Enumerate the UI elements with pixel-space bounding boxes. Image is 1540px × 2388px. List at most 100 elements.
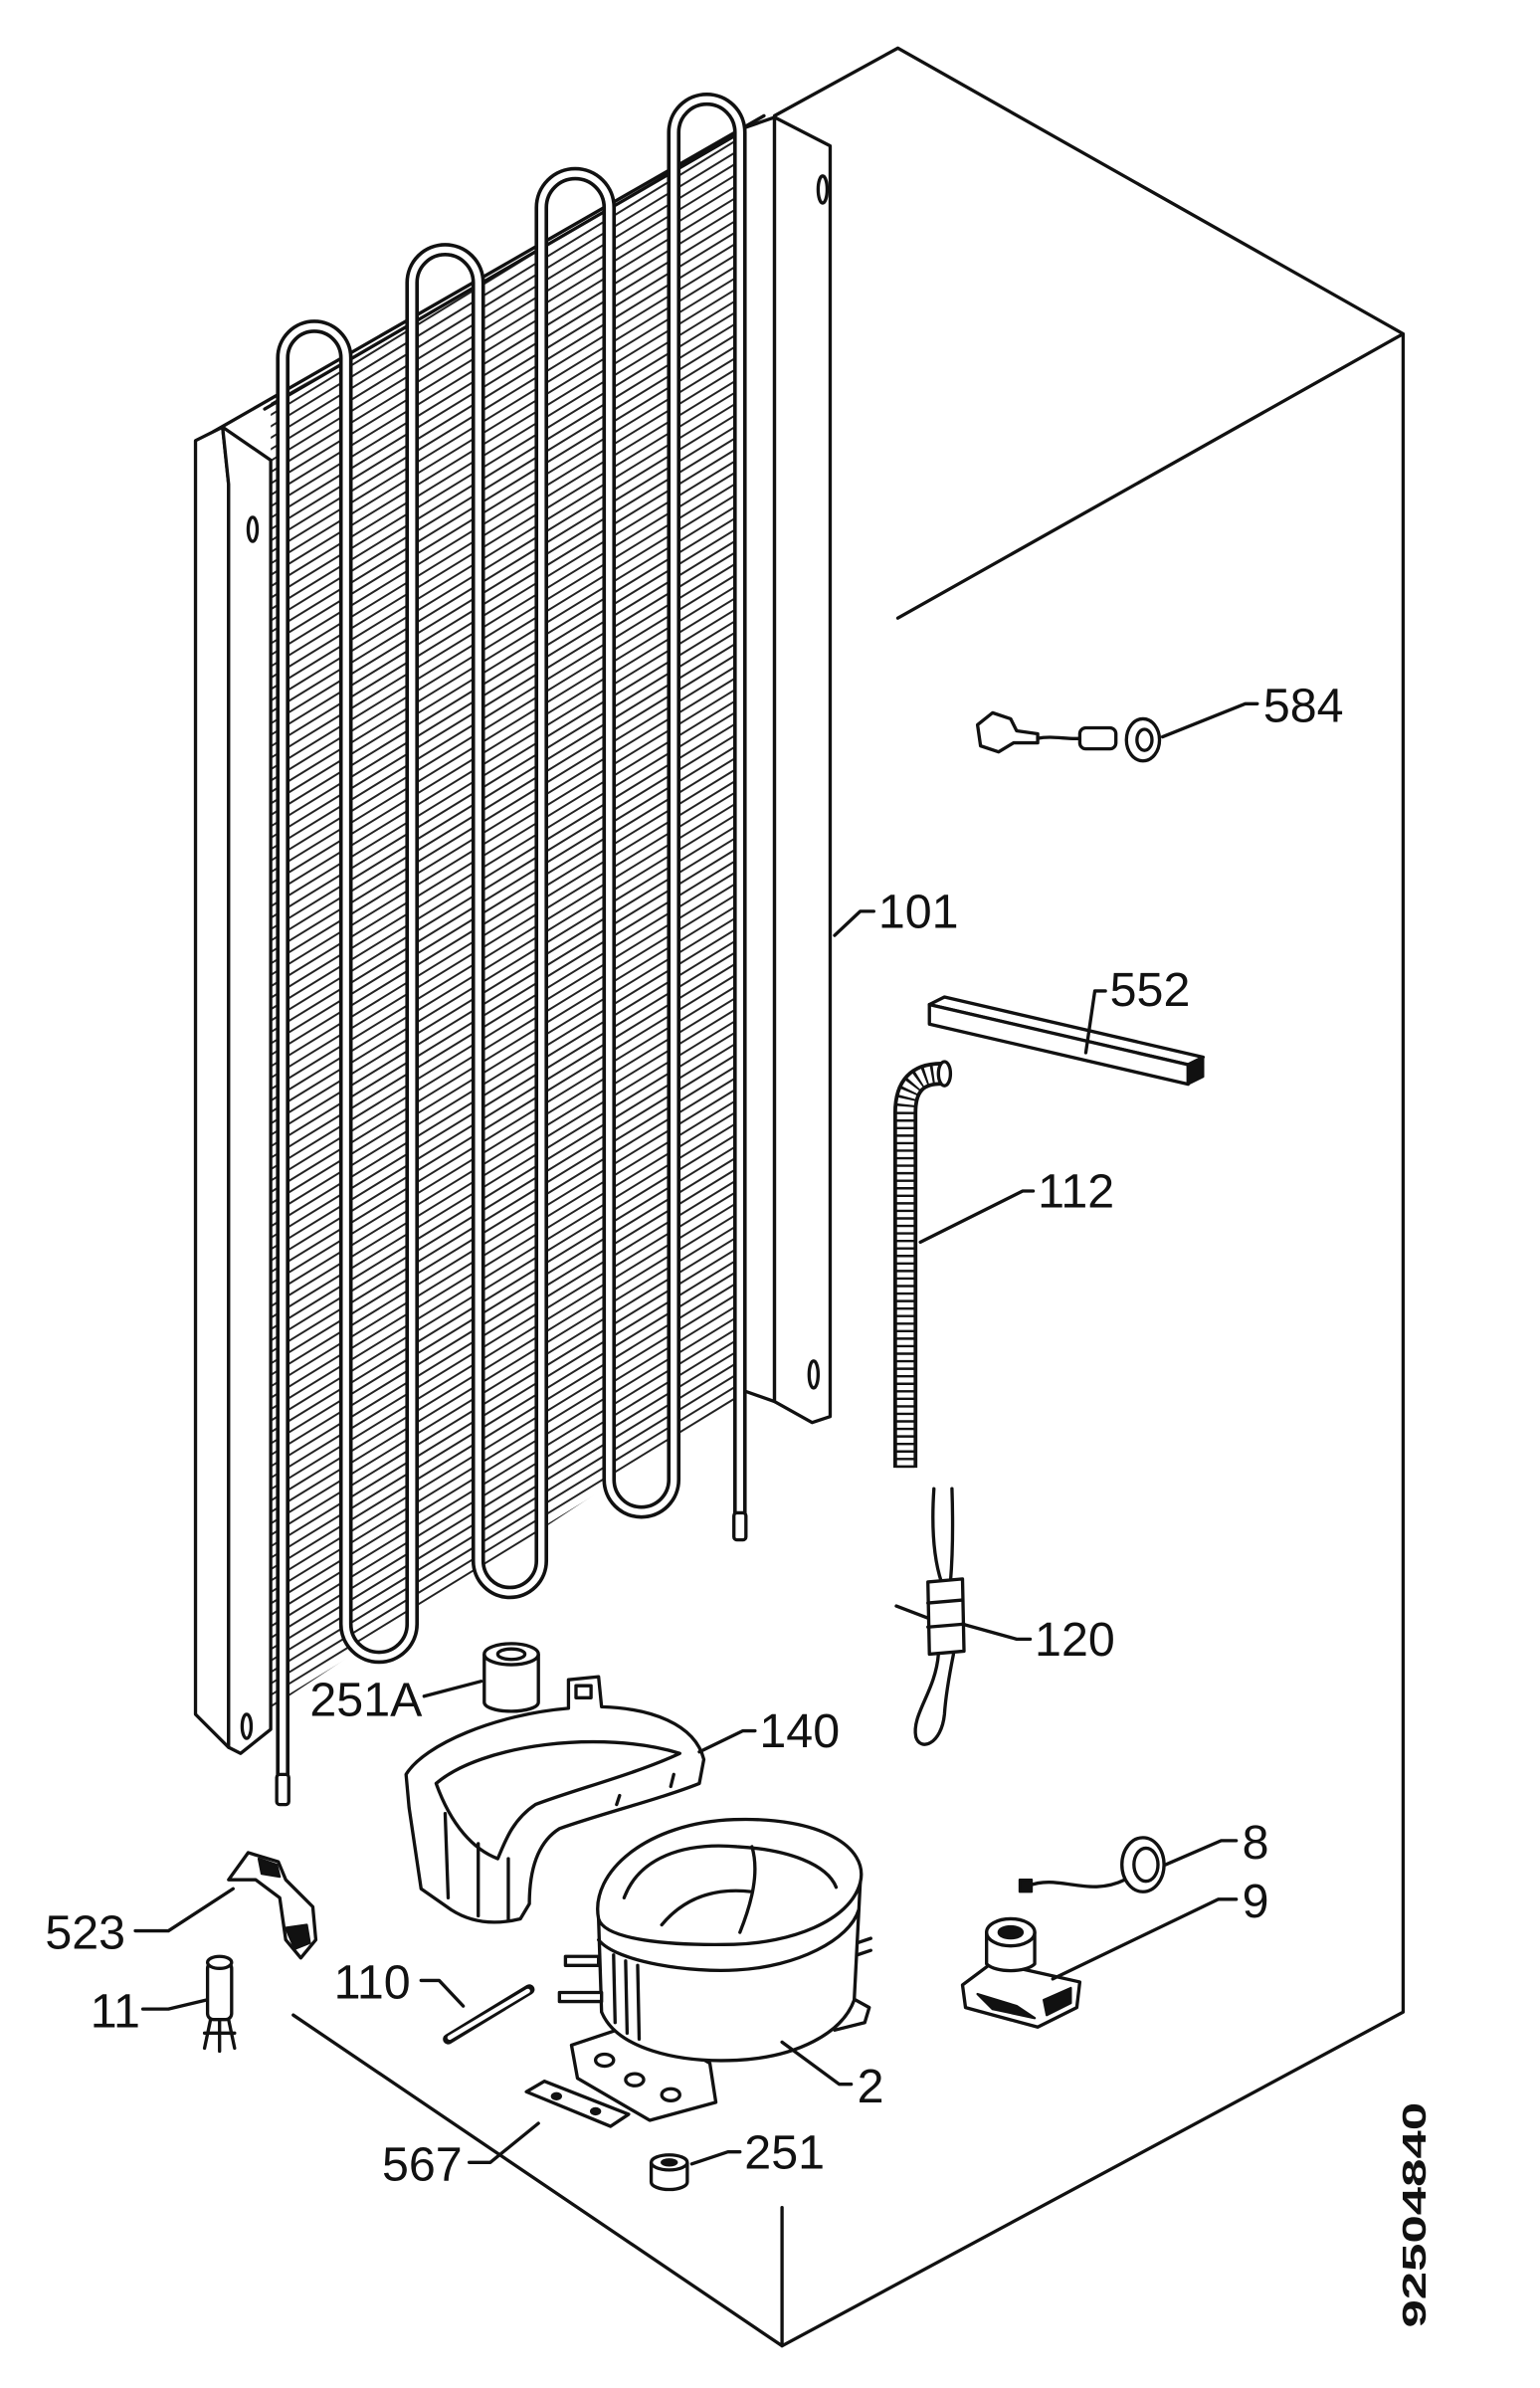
dryer-body [205, 1960, 234, 2022]
drawing-number: 92504840 [1397, 2102, 1434, 2328]
cabinet-edges [291, 46, 1406, 2348]
callout-251a: 251A [309, 1673, 423, 1726]
leader-140 [697, 1728, 757, 1754]
leader-251 [689, 2150, 742, 2166]
base-hole [660, 2087, 681, 2102]
compressor [557, 1817, 872, 2122]
tube-end [275, 1772, 290, 1807]
condenser-tube [275, 92, 748, 1807]
protector-body [926, 1577, 966, 1657]
base-hole [624, 2072, 646, 2088]
compressor-belt [597, 1907, 861, 1972]
callout-2: 2 [858, 2060, 884, 2113]
callout-101: 101 [878, 885, 959, 938]
hose-end [936, 1060, 953, 1088]
protector-bands [926, 1598, 966, 1629]
base-hole [593, 2052, 616, 2069]
compressor-pipe [557, 1990, 604, 2004]
relay-connector [1018, 1879, 1034, 1893]
cabinet-outline [291, 46, 1406, 2348]
callout-110: 110 [334, 1956, 411, 2010]
clip-detail [257, 1857, 311, 1950]
bracket-hole [240, 1712, 254, 1740]
callout-11: 11 [91, 1984, 140, 2038]
grommet-251 [649, 2153, 689, 2192]
compressor-body-shading [612, 1953, 642, 2042]
compressor-stubs [856, 1936, 872, 1957]
starter-shading [976, 1986, 1072, 2020]
tray-ribs [443, 1772, 675, 1921]
bracket-hole [246, 515, 260, 543]
callout-9: 9 [1243, 1875, 1269, 1928]
grommet-hole [495, 1647, 527, 1662]
sensor-clip [975, 710, 1040, 754]
thermostat-sensor [975, 710, 1162, 763]
compressor-pipe [563, 1954, 601, 1967]
right-mounting-bracket [742, 115, 833, 1425]
starter-relay [960, 1916, 1082, 2029]
sensor-ring-hole [1135, 727, 1154, 752]
plate-hole [589, 2106, 602, 2116]
leader-9 [1051, 1897, 1239, 1981]
bracket-hole [816, 174, 830, 205]
protector-wire [894, 1604, 930, 1620]
sensor-body [1077, 725, 1118, 751]
leader-523 [133, 1887, 235, 1933]
compressor-dome-creases [622, 1844, 839, 1934]
dryer-pins [202, 2018, 237, 2054]
protector-loop [913, 1652, 956, 1746]
leader-110 [419, 1978, 466, 2008]
callout-120: 120 [1035, 1613, 1115, 1667]
left-bracket-side [221, 425, 273, 1755]
tray-basin [434, 1739, 681, 1861]
drain-hose [892, 1060, 953, 1469]
sensor-cable [1036, 735, 1083, 741]
leader-lines [133, 701, 1259, 2166]
capillary-rod [443, 1984, 535, 2045]
leader-552 [1083, 989, 1107, 1055]
callout-8: 8 [1243, 1816, 1269, 1870]
leader-251a [422, 1680, 483, 1698]
overload-relay [1018, 1836, 1166, 1893]
tube-inner [280, 96, 743, 1778]
grommet-251a [482, 1642, 540, 1713]
condenser [193, 92, 833, 1807]
callout-523: 523 [45, 1906, 125, 1960]
callout-112: 112 [1038, 1165, 1114, 1219]
tube-end [732, 1510, 748, 1542]
plate-body [524, 2080, 631, 2128]
left-bracket-face [193, 425, 231, 1749]
dryer-cap [205, 1954, 234, 1970]
grommet-body [482, 1654, 540, 1713]
starter-clamp-hole [997, 1924, 1025, 1940]
relay-cable [1027, 1878, 1127, 1889]
nut-hole [661, 2158, 678, 2167]
callout-584: 584 [1263, 679, 1344, 732]
left-mounting-bracket [193, 425, 273, 1755]
tray-outline [404, 1675, 706, 1924]
protector-leads [931, 1487, 955, 1584]
tray-tab-hole [574, 1684, 593, 1699]
callout-552: 552 [1110, 963, 1191, 1017]
leader-11 [140, 1998, 208, 2011]
plate-hole [550, 2091, 563, 2100]
evaporation-tray [404, 1675, 706, 1924]
leader-567 [467, 2121, 540, 2164]
leader-120 [960, 1622, 1033, 1642]
callout-labels: 584 101 552 112 120 251A 140 8 9 523 11 … [45, 679, 1343, 2191]
hose-corrugation [895, 1065, 942, 1469]
leader-8 [1163, 1839, 1239, 1867]
dryer-clip [227, 1851, 318, 1960]
leader-2 [780, 2040, 854, 2087]
thermal-protector [894, 1487, 966, 1746]
leader-101 [833, 909, 875, 937]
bracket-hole [807, 1359, 821, 1390]
right-bracket-face [742, 115, 777, 1404]
filter-dryer [202, 1954, 237, 2054]
leader-112 [918, 1189, 1036, 1245]
callout-567: 567 [382, 2137, 463, 2191]
strip-end [1187, 1056, 1205, 1086]
rod-inner [447, 1988, 530, 2041]
relay-face [1132, 1846, 1160, 1884]
